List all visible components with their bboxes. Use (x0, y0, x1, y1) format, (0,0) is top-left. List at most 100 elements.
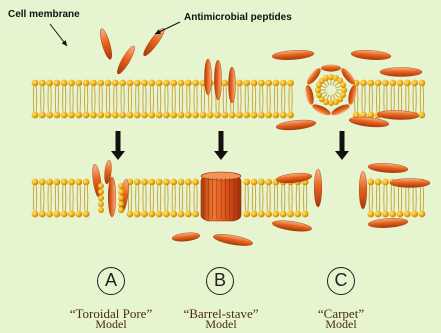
carpet-micelle (304, 64, 358, 117)
lipid-tail (296, 198, 299, 211)
lipid-head (251, 179, 258, 186)
lipid-head (61, 80, 68, 87)
surface-peptide (272, 49, 315, 61)
micelle-head (328, 74, 334, 80)
pore-lipid-head (118, 195, 124, 201)
free-peptide (141, 26, 167, 58)
lipid-head (46, 179, 53, 186)
lipid-head (141, 80, 148, 87)
lipid-head (32, 211, 39, 218)
lipid-head (32, 112, 39, 119)
lipid-tail (158, 185, 161, 198)
lipid-head (68, 211, 75, 218)
lipid-tail (128, 86, 131, 99)
lipid-head (258, 179, 265, 186)
lipid-tail (238, 99, 241, 112)
lipid-tail (165, 86, 168, 99)
lipid-head (141, 179, 148, 186)
micelle-peptide (321, 64, 341, 71)
lipid-tail (194, 198, 197, 211)
lipid-head (243, 112, 250, 119)
lipid-tail (70, 99, 73, 112)
lipid-tail (55, 198, 58, 211)
lipid-tail (143, 198, 146, 211)
lipid-head (397, 80, 404, 87)
lipid-tail (406, 198, 409, 211)
lipid-head (294, 211, 301, 218)
lipid-head (170, 80, 177, 87)
lipid-tail (413, 198, 416, 211)
pore-lipid-head (98, 189, 104, 195)
lipid-head (134, 80, 141, 87)
lipid-head (192, 211, 199, 218)
lipid-head (83, 112, 90, 119)
micelle-head (333, 99, 339, 105)
lipid-tail (77, 185, 80, 198)
lipid-tail (172, 198, 175, 211)
surface-peptide (351, 49, 392, 61)
lipid-head (389, 211, 396, 218)
lipid-head (141, 211, 148, 218)
lipid-tail (33, 185, 36, 198)
lipid-head (192, 112, 199, 119)
lipid-head (265, 211, 272, 218)
lipid-tail (391, 198, 394, 211)
lipid-tail (223, 86, 226, 99)
free-peptide (115, 44, 138, 76)
arrow-a (111, 131, 125, 160)
lipid-tail (377, 185, 380, 198)
lipid-head (75, 80, 82, 87)
lipid-tail (406, 86, 409, 99)
lipid-tail (377, 198, 380, 211)
arrow-b-head (214, 151, 228, 160)
lipid-head (419, 112, 426, 119)
lipid-tail (187, 185, 190, 198)
lipid-head (112, 112, 119, 119)
lipid-tail (282, 198, 285, 211)
lipid-tail (179, 86, 182, 99)
lipid-head (134, 211, 141, 218)
lipid-head (148, 211, 155, 218)
model-c-badge: C (327, 267, 355, 295)
lipid-head (68, 179, 75, 186)
lipid-tail (289, 99, 292, 112)
carpet-edge-peptide (359, 171, 367, 209)
lipid-head (229, 112, 236, 119)
model-c-caption: “Carpet” Model (276, 309, 406, 329)
lipid-tail (48, 86, 51, 99)
lipid-tail (223, 99, 226, 112)
lipid-tail (398, 99, 401, 112)
lipid-head (214, 112, 221, 119)
lipid-tail (420, 99, 423, 112)
peptide-pointer (155, 22, 180, 34)
membrane-pointer-head (62, 40, 67, 46)
inserted-peptide (214, 60, 221, 100)
lipid-tail (172, 86, 175, 99)
lipid-tail (260, 185, 263, 198)
lipid-tail (55, 86, 58, 99)
lipid-tail (179, 99, 182, 112)
carpet-peptide (390, 179, 430, 188)
lipid-tail (165, 99, 168, 112)
lipid-head (382, 179, 389, 186)
lipid-head (105, 112, 112, 119)
arrow-b (214, 131, 228, 160)
lipid-tail (296, 185, 299, 198)
lipid-tail (267, 198, 270, 211)
lipid-tail (77, 99, 80, 112)
lipid-head (119, 112, 126, 119)
lipid-tail (70, 86, 73, 99)
lipid-tail (194, 86, 197, 99)
lipid-head (156, 112, 163, 119)
lipid-head (236, 80, 243, 87)
lipid-head (148, 179, 155, 186)
lipid-head (54, 80, 61, 87)
lipid-head (119, 80, 126, 87)
lipid-tail (369, 198, 372, 211)
carpet-edge-peptide (314, 169, 322, 207)
lipid-tail (260, 99, 263, 112)
lipid-tail (106, 99, 109, 112)
lipid-head (178, 211, 185, 218)
lipid-tail (143, 99, 146, 112)
lipid-head (273, 80, 280, 87)
